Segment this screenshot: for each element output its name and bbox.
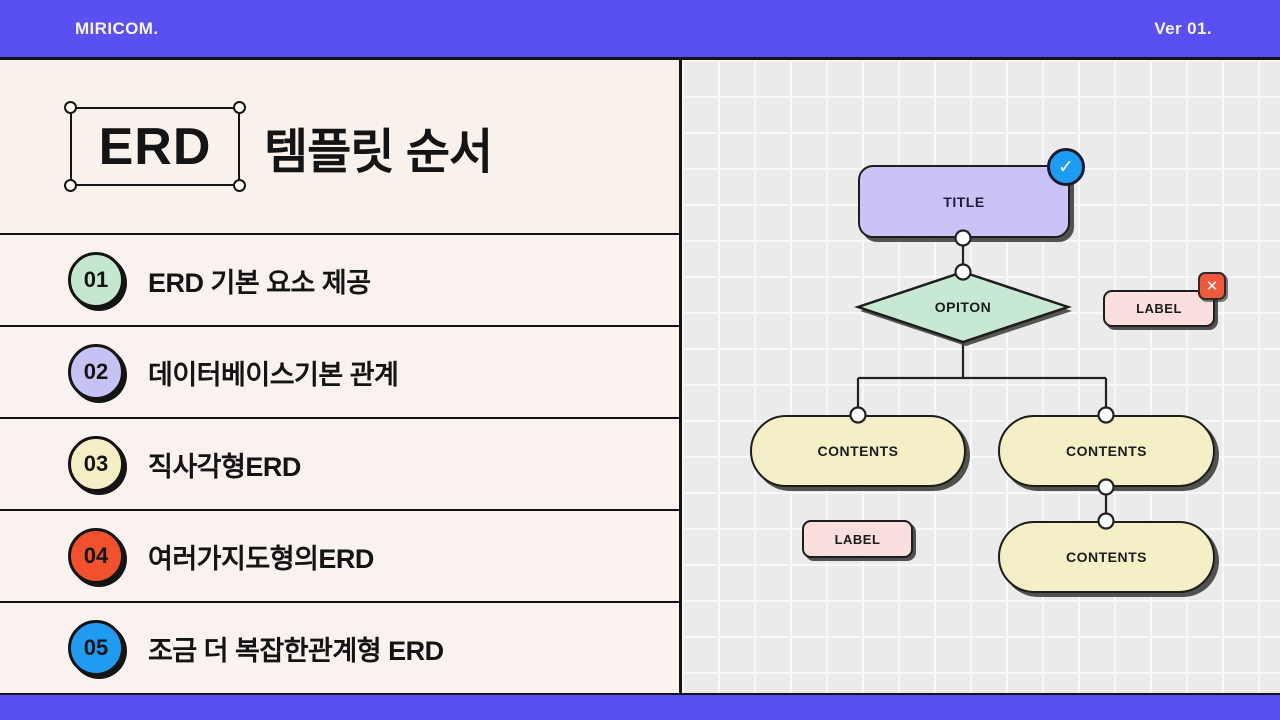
brand-logo: MIRICOM.: [75, 18, 159, 38]
bottom-bar: [0, 693, 1280, 720]
check-icon[interactable]: ✓: [1047, 148, 1085, 186]
connector-layer: [849, 229, 1115, 530]
list-item: 02 데이터베이스기본 관계: [0, 327, 679, 419]
item-number-badge: 05: [68, 620, 124, 676]
item-number-badge: 02: [68, 344, 124, 400]
item-number-badge: 01: [68, 252, 124, 308]
page-title: ERD 템플릿 순서: [0, 60, 679, 235]
list-item: 05 조금 더 복잡한관계형 ERD: [0, 603, 679, 693]
selection-handle-icon[interactable]: [233, 101, 246, 114]
list-item-label: 데이터베이스기본 관계: [148, 359, 399, 390]
close-icon[interactable]: ✕: [1198, 272, 1226, 300]
list-item: 03 직사각형ERD: [0, 419, 679, 511]
erd-selection-box[interactable]: ERD: [64, 101, 246, 192]
item-number-badge: 03: [68, 436, 124, 492]
list-item-label: 여러가지도형의ERD: [148, 543, 374, 574]
flow-node-contents-left[interactable]: CONTENTS: [750, 415, 966, 487]
item-list: 01 ERD 기본 요소 제공 02 데이터베이스기본 관계 03 직사각형ER…: [0, 235, 679, 693]
selection-handle-icon[interactable]: [64, 101, 77, 114]
list-item-label: 조금 더 복잡한관계형 ERD: [148, 635, 444, 666]
list-item: 04 여러가지도형의ERD: [0, 511, 679, 603]
flow-node-contents-right-1[interactable]: CONTENTS: [998, 415, 1215, 487]
list-item-label: ERD 기본 요소 제공: [148, 267, 371, 298]
title-word-erd: ERD: [98, 117, 212, 176]
list-item-label: 직사각형ERD: [148, 451, 301, 482]
flowchart-canvas[interactable]: TITLE CONTENTS CONTENTS CONTENTS LABEL L…: [682, 60, 1280, 693]
left-panel: ERD 템플릿 순서 01 ERD 기본 요소 제공 02 데이터베이스기본 관…: [0, 60, 682, 693]
flow-node-label-bottom[interactable]: LABEL: [802, 520, 913, 558]
main-area: ERD 템플릿 순서 01 ERD 기본 요소 제공 02 데이터베이스기본 관…: [0, 60, 1280, 693]
version-label: Ver 01.: [1154, 18, 1212, 38]
flow-node-label-right[interactable]: LABEL: [1103, 290, 1215, 327]
selection-handle-icon[interactable]: [233, 179, 246, 192]
selection-handle-icon[interactable]: [64, 179, 77, 192]
flow-node-title[interactable]: TITLE: [858, 165, 1070, 238]
flow-node-contents-right-2[interactable]: CONTENTS: [998, 521, 1215, 593]
top-bar: MIRICOM. Ver 01.: [0, 0, 1280, 60]
list-item: 01 ERD 기본 요소 제공: [0, 235, 679, 327]
item-number-badge: 04: [68, 528, 124, 584]
flow-node-option-label: OPITON: [934, 299, 992, 315]
title-text: 템플릿 순서: [264, 125, 493, 179]
